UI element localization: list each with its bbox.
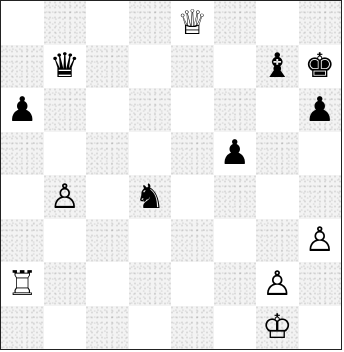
square-a3[interactable] [1, 219, 44, 263]
square-d2[interactable] [129, 262, 172, 306]
white-pawn-icon[interactable]: ♙ [262, 267, 292, 301]
square-h5[interactable] [299, 132, 342, 176]
square-d6[interactable] [129, 88, 172, 132]
square-f8[interactable] [214, 1, 257, 45]
square-d3[interactable] [129, 219, 172, 263]
square-c8[interactable] [86, 1, 129, 45]
square-h7[interactable]: ♚ [299, 45, 342, 89]
square-h1[interactable] [299, 306, 342, 350]
square-c4[interactable] [86, 175, 129, 219]
white-king-icon[interactable]: ♔ [262, 310, 292, 344]
square-c1[interactable] [86, 306, 129, 350]
square-g3[interactable] [256, 219, 299, 263]
square-b4[interactable]: ♙ [44, 175, 87, 219]
white-rook-icon[interactable]: ♖ [7, 267, 37, 301]
black-knight-icon[interactable]: ♞ [135, 180, 165, 214]
square-a6[interactable]: ♟ [1, 88, 44, 132]
square-h6[interactable]: ♟ [299, 88, 342, 132]
square-g6[interactable] [256, 88, 299, 132]
square-f7[interactable] [214, 45, 257, 89]
square-g7[interactable]: ♝ [256, 45, 299, 89]
square-e7[interactable] [171, 45, 214, 89]
square-b6[interactable] [44, 88, 87, 132]
square-d1[interactable] [129, 306, 172, 350]
square-c2[interactable] [86, 262, 129, 306]
square-b3[interactable] [44, 219, 87, 263]
square-f4[interactable] [214, 175, 257, 219]
square-b5[interactable] [44, 132, 87, 176]
square-g8[interactable] [256, 1, 299, 45]
square-a1[interactable] [1, 306, 44, 350]
square-a8[interactable] [1, 1, 44, 45]
square-c7[interactable] [86, 45, 129, 89]
square-e5[interactable] [171, 132, 214, 176]
square-f2[interactable] [214, 262, 257, 306]
square-h4[interactable] [299, 175, 342, 219]
square-d7[interactable] [129, 45, 172, 89]
square-g2[interactable]: ♙ [256, 262, 299, 306]
square-e8[interactable]: ♕ [171, 1, 214, 45]
square-b7[interactable]: ♛ [44, 45, 87, 89]
square-b1[interactable] [44, 306, 87, 350]
white-pawn-icon[interactable]: ♙ [50, 180, 80, 214]
square-f6[interactable] [214, 88, 257, 132]
square-g4[interactable] [256, 175, 299, 219]
square-g5[interactable] [256, 132, 299, 176]
square-e3[interactable] [171, 219, 214, 263]
black-king-icon[interactable]: ♚ [305, 49, 335, 83]
square-f3[interactable] [214, 219, 257, 263]
square-a5[interactable] [1, 132, 44, 176]
square-g1[interactable]: ♔ [256, 306, 299, 350]
square-h2[interactable] [299, 262, 342, 306]
square-d5[interactable] [129, 132, 172, 176]
square-f5[interactable]: ♟ [214, 132, 257, 176]
black-bishop-icon[interactable]: ♝ [262, 49, 292, 83]
black-pawn-icon[interactable]: ♟ [7, 93, 37, 127]
square-f1[interactable] [214, 306, 257, 350]
square-b2[interactable] [44, 262, 87, 306]
square-e1[interactable] [171, 306, 214, 350]
square-c3[interactable] [86, 219, 129, 263]
white-queen-icon[interactable]: ♕ [177, 6, 207, 40]
black-pawn-icon[interactable]: ♟ [220, 136, 250, 170]
square-a7[interactable] [1, 45, 44, 89]
square-d4[interactable]: ♞ [129, 175, 172, 219]
black-pawn-icon[interactable]: ♟ [305, 93, 335, 127]
square-c5[interactable] [86, 132, 129, 176]
black-queen-icon[interactable]: ♛ [50, 49, 80, 83]
white-pawn-icon[interactable]: ♙ [305, 223, 335, 257]
square-h3[interactable]: ♙ [299, 219, 342, 263]
square-b8[interactable] [44, 1, 87, 45]
square-h8[interactable] [299, 1, 342, 45]
square-e2[interactable] [171, 262, 214, 306]
square-a4[interactable] [1, 175, 44, 219]
square-d8[interactable] [129, 1, 172, 45]
square-a2[interactable]: ♖ [1, 262, 44, 306]
square-e6[interactable] [171, 88, 214, 132]
square-e4[interactable] [171, 175, 214, 219]
square-c6[interactable] [86, 88, 129, 132]
